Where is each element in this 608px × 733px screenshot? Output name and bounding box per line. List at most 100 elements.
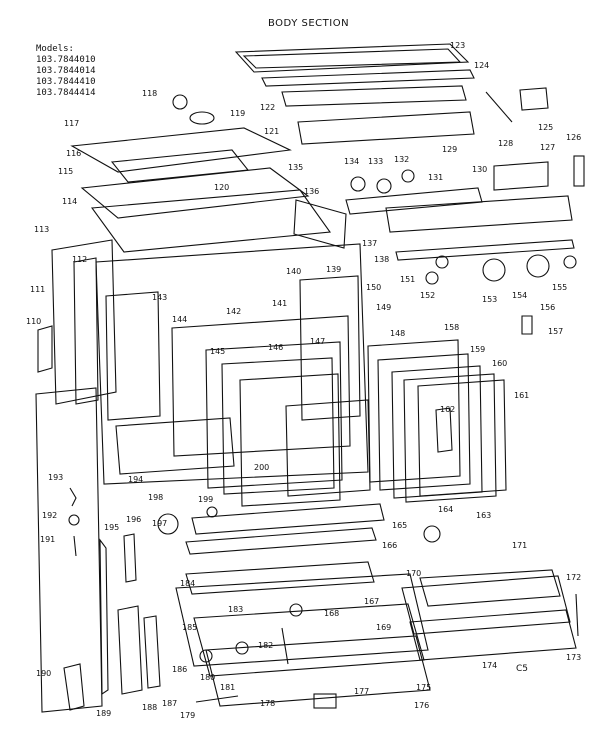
part-166-shape (185, 527, 377, 555)
part-153-shape (482, 258, 506, 282)
callout-label: 143 (152, 293, 167, 302)
callout-label: 114 (62, 197, 77, 206)
callout-label: 200 (254, 463, 269, 472)
callout-label: 121 (264, 127, 279, 136)
part-138-shape (395, 239, 575, 261)
callout-label: 128 (498, 139, 513, 148)
callout-label: 127 (540, 143, 555, 152)
callout-label: 169 (376, 623, 391, 632)
callout-label: 118 (142, 89, 157, 98)
part-110-shape (37, 325, 53, 373)
part-173-shape (575, 593, 579, 637)
model-number: 103.7844014 (36, 66, 96, 76)
callout-label: 112 (72, 255, 87, 264)
part-113-shape (51, 239, 117, 405)
callout-label: 174 (482, 661, 497, 670)
model-number: 103.7844414 (36, 88, 96, 98)
callout-label: 154 (512, 291, 527, 300)
part-155-shape (563, 255, 577, 269)
callout-label: 195 (104, 523, 119, 532)
callout-label: 138 (374, 255, 389, 264)
callout-label: 148 (390, 329, 405, 338)
part-171-shape (419, 569, 561, 607)
part-170-shape (401, 575, 571, 635)
callout-label: 119 (230, 109, 245, 118)
callout-label: 168 (324, 609, 339, 618)
part-132-shape (401, 169, 415, 183)
part-152-shape (425, 271, 439, 285)
part-180-shape (199, 649, 213, 663)
callout-label: 165 (392, 521, 407, 530)
part-114-shape (90, 189, 332, 253)
part-189-shape (63, 663, 85, 711)
callout-label: 196 (126, 515, 141, 524)
callout-labels: 123 124 125 126 127 128 129 130 131 132 … (26, 41, 581, 720)
callout-label: 188 (142, 703, 157, 712)
callout-label: 183 (228, 605, 243, 614)
callout-label: 140 (286, 267, 301, 276)
part-182-shape (235, 641, 249, 655)
callout-label: 182 (258, 641, 273, 650)
part-200-shape (285, 399, 371, 497)
callout-label: 187 (162, 699, 177, 708)
callout-label: 124 (474, 61, 489, 70)
callout-label: 132 (394, 155, 409, 164)
part-outlines (35, 43, 585, 713)
callout-label: 110 (26, 317, 41, 326)
part-118-shape (172, 94, 188, 110)
callout-label: 123 (450, 41, 465, 50)
callout-label: 190 (36, 669, 51, 678)
part-191-shape (73, 535, 77, 557)
callout-label: 163 (476, 511, 491, 520)
callout-label: 151 (400, 275, 415, 284)
part-190-shape (35, 387, 103, 713)
callout-label: 120 (214, 183, 229, 192)
section-code: C5 (516, 664, 529, 674)
callout-label: 155 (552, 283, 567, 292)
models-list: Models: 103.7844010 103.7844014 103.7844… (36, 44, 96, 99)
callout-label: 130 (472, 165, 487, 174)
part-177-shape (313, 693, 337, 709)
part-143-shape (105, 291, 161, 421)
part-193-shape (69, 487, 77, 507)
part-126-shape (573, 155, 585, 187)
part-199-shape (206, 506, 218, 518)
callout-label: 149 (376, 303, 391, 312)
callout-label: 116 (66, 149, 81, 158)
callout-label: 137 (362, 239, 377, 248)
part-169-shape (281, 627, 289, 665)
callout-label: 142 (226, 307, 241, 316)
callout-label: 167 (364, 597, 379, 606)
callout-label: 145 (210, 347, 225, 356)
model-number: 103.7844410 (36, 77, 96, 87)
part-117-shape (70, 127, 292, 173)
callout-label: 189 (96, 709, 111, 718)
callout-label: 111 (30, 285, 45, 294)
callout-label: 136 (304, 187, 319, 196)
part-115-shape (80, 167, 310, 219)
callout-label: 171 (512, 541, 527, 550)
callout-label: 160 (492, 359, 507, 368)
callout-label: 157 (548, 327, 563, 336)
part-133-shape (376, 178, 392, 194)
part-149-shape (171, 315, 351, 457)
callout-label: 194 (128, 475, 143, 484)
diagram-title: BODY SECTION (268, 18, 350, 29)
model-number: 103.7844010 (36, 55, 96, 65)
callout-label: 170 (406, 569, 421, 578)
callout-label: 156 (540, 303, 555, 312)
models-label: Models: (36, 44, 74, 54)
callout-label: 172 (566, 573, 581, 582)
callout-label: 158 (444, 323, 459, 332)
callout-label: 193 (48, 473, 63, 482)
part-154-shape (526, 254, 550, 278)
callout-label: 113 (34, 225, 49, 234)
callout-label: 176 (414, 701, 429, 710)
callout-label: 184 (180, 579, 195, 588)
callout-label: 115 (58, 167, 73, 176)
callout-label: 181 (220, 683, 235, 692)
part-127-shape (493, 161, 549, 191)
part-196-shape (123, 533, 137, 583)
part-151-shape (435, 255, 449, 269)
callout-label: 150 (366, 283, 381, 292)
